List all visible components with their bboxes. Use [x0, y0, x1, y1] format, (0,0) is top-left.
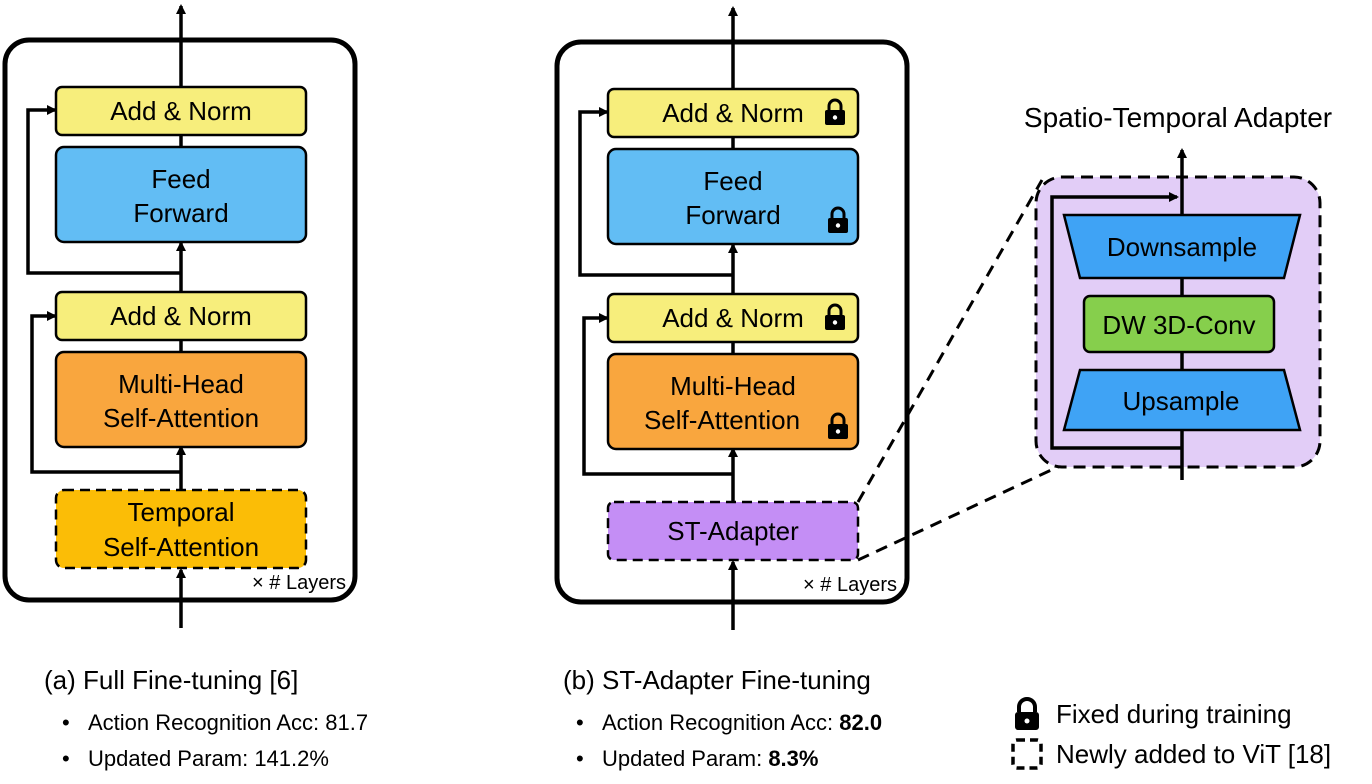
panel-b-mhsa-line1: Multi-Head	[670, 371, 796, 401]
dw-3d-conv-label: DW 3D-Conv	[1102, 310, 1255, 340]
panel-a-add-norm-bottom	[54, 290, 308, 342]
panel-b-feed-forward	[606, 147, 860, 246]
panel-b-caption: (b) ST-Adapter Fine-tuning	[563, 665, 871, 695]
panel-b-feed-forward-line2: Forward	[685, 200, 780, 230]
upsample-label: Upsample	[1122, 386, 1239, 416]
panel-b-add-norm-bottom	[606, 292, 860, 344]
panel-b-add-norm-bottom-label: Add & Norm	[662, 303, 804, 333]
panel-b-feed-forward-line1: Feed	[703, 166, 762, 196]
legend-new-label: Newly added to ViT [18]	[1056, 739, 1332, 769]
panel-a-feed-forward-line2: Forward	[133, 198, 228, 228]
zoom-connector-top	[856, 179, 1044, 503]
panel-a-add-norm-top-label: Add & Norm	[110, 96, 252, 126]
dw-3d-conv-block	[1082, 294, 1276, 354]
panel-a-stats: Action Recognition Acc: 81.7 Updated Par…	[56, 712, 368, 784]
panel-a-caption: (a) Full Fine-tuning [6]	[44, 665, 299, 695]
panel-b-st-adapter	[606, 500, 860, 562]
downsample-label: Downsample	[1107, 232, 1257, 262]
panel-a-multi-head-attention	[54, 350, 308, 449]
panel-b-st-adapter-label: ST-Adapter	[667, 516, 799, 546]
panel-a-feed-forward-line1: Feed	[151, 164, 210, 194]
lock-icon	[1015, 697, 1039, 730]
panel-a-layers-label: × # Layers	[252, 572, 346, 594]
panel-b-add-norm-top-label: Add & Norm	[662, 98, 804, 128]
panel-b-stat-param: Updated Param: 8.3%	[570, 748, 882, 771]
panel-b-add-norm-top	[606, 87, 860, 139]
panel-a-stat-param: Updated Param: 141.2%	[56, 748, 368, 771]
panel-a-feed-forward	[54, 145, 308, 244]
panel-b-mhsa-line2: Self-Attention	[644, 405, 800, 435]
legend-new: Newly added to ViT [18]	[1010, 737, 1331, 771]
panel-b: Add & Norm Feed Forward Add & Norm Multi…	[554, 6, 910, 630]
panel-b-stat-acc: Action Recognition Acc: 82.0	[570, 712, 882, 735]
zoom-connector-bottom	[857, 463, 1063, 562]
panel-a-mhsa-line2: Self-Attention	[103, 403, 259, 433]
panel-a-temporal-self-attention	[54, 488, 308, 570]
panel-a: Add & Norm Feed Forward Add & Norm Multi…	[2, 4, 358, 628]
adapter-detail: Spatio-Temporal Adapter Downsample DW 3D…	[1024, 102, 1332, 480]
upsample-block	[1062, 368, 1302, 432]
panel-b-stats: Action Recognition Acc: 82.0 Updated Par…	[570, 712, 882, 784]
downsample-block	[1062, 213, 1302, 280]
dashed-box-icon	[1011, 738, 1043, 770]
legend-fixed: Fixed during training	[1010, 697, 1292, 731]
panel-a-temporal-line1: Temporal	[128, 497, 235, 527]
panel-a-temporal-line2: Self-Attention	[103, 532, 259, 562]
panel-a-stat-acc: Action Recognition Acc: 81.7	[56, 712, 368, 735]
panel-b-multi-head-attention	[606, 352, 860, 451]
panel-a-add-norm-bottom-label: Add & Norm	[110, 301, 252, 331]
legend-fixed-label: Fixed during training	[1056, 699, 1292, 729]
panel-a-add-norm-top	[54, 85, 308, 137]
adapter-detail-title: Spatio-Temporal Adapter	[1024, 102, 1332, 133]
panel-b-layers-label: × # Layers	[803, 574, 897, 596]
panel-a-mhsa-line1: Multi-Head	[118, 369, 244, 399]
